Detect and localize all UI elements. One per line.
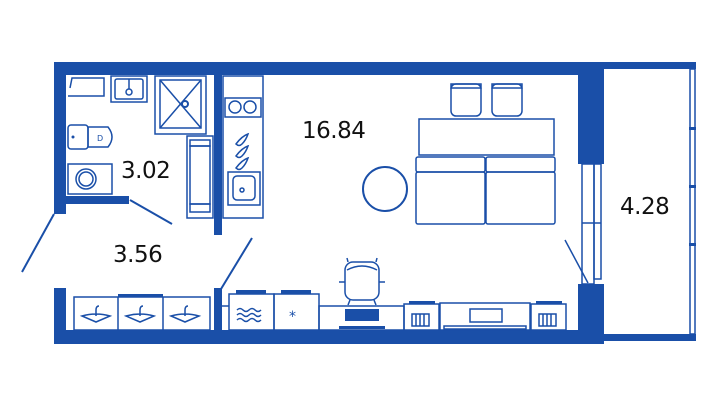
shower-tray-icon [154, 75, 207, 135]
living-room-area-label: 16.84 [302, 118, 366, 144]
tv-stand-icon [439, 302, 531, 331]
bathroom-door-swing [129, 199, 173, 225]
hob-icon [224, 97, 262, 118]
keyboard-desk-icon [339, 309, 385, 329]
balcony-area-label: 4.28 [620, 194, 670, 220]
hallway-area-label: 3.56 [113, 242, 163, 268]
kitchen-counter [222, 75, 264, 219]
balcony-door [564, 163, 602, 285]
radiator-icon [530, 301, 567, 331]
dishwasher-icon [228, 290, 275, 331]
radiator-icon [403, 301, 440, 331]
freezer-icon: * [273, 290, 320, 331]
wardrobe-hanger-icon [79, 305, 202, 323]
cooktop-flame-icon [235, 132, 250, 171]
svg-text:*: * [289, 309, 296, 325]
armchair-icon [339, 257, 385, 306]
round-table-icon [362, 166, 408, 212]
bathroom-area-label: 3.02 [121, 158, 171, 184]
entry-door-swing [21, 213, 55, 273]
kitchen-sink-icon [227, 171, 261, 206]
fridge-icon [186, 135, 214, 219]
washbasin-icon [110, 75, 148, 103]
toilet-icon: D [67, 124, 113, 150]
sofa-icon [415, 83, 556, 225]
bathtub-corner-icon [68, 77, 105, 97]
walls [54, 62, 696, 344]
hallway-door-swing [220, 237, 253, 290]
svg-text:D: D [97, 134, 103, 143]
wardrobe [73, 294, 211, 331]
washing-machine-icon [67, 163, 113, 195]
